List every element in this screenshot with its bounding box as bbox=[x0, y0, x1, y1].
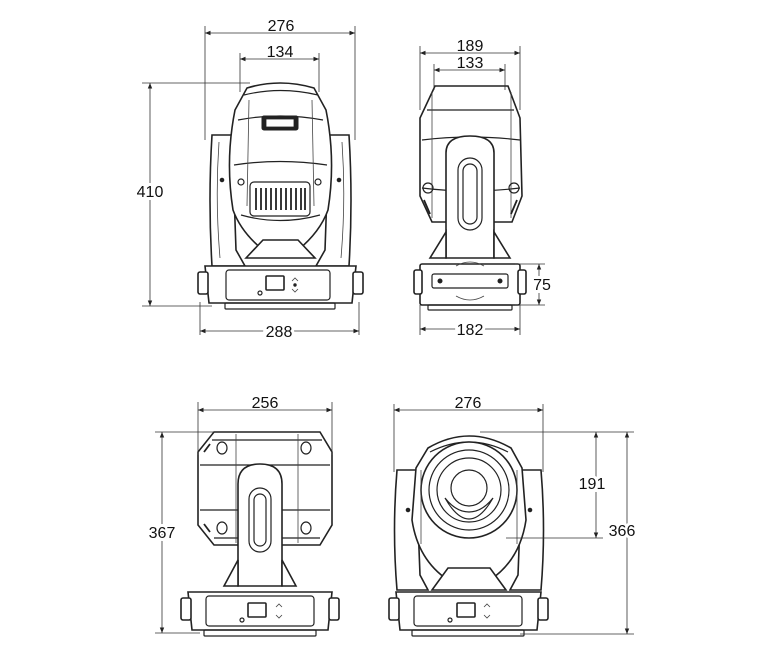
front-total-height-label: 410 bbox=[137, 184, 164, 201]
lens-width-label: 276 bbox=[455, 395, 482, 412]
front-dimensions bbox=[142, 26, 360, 335]
side-dimensions bbox=[419, 46, 545, 335]
front-vent-grill bbox=[255, 188, 306, 210]
side-head-width-label: 189 bbox=[457, 38, 484, 55]
rear-view bbox=[180, 431, 340, 637]
rear-dimensions bbox=[155, 402, 333, 634]
side-base-width-label: 182 bbox=[457, 322, 484, 339]
lens-head-height-label: 191 bbox=[579, 476, 606, 493]
side-view bbox=[413, 85, 527, 311]
lens-view bbox=[388, 435, 549, 637]
rear-head-width-label: 256 bbox=[252, 395, 279, 412]
lens-total-height-label: 366 bbox=[609, 523, 636, 540]
front-view bbox=[197, 82, 364, 310]
rear-total-height-label: 367 bbox=[149, 525, 176, 542]
side-handle-width-label: 133 bbox=[457, 55, 484, 72]
front-base-width-label: 288 bbox=[266, 324, 293, 341]
front-handle-width-label: 134 bbox=[267, 44, 294, 61]
front-head-width-label: 276 bbox=[268, 18, 295, 35]
side-base-height-label: 75 bbox=[533, 277, 551, 294]
lens-dimensions bbox=[393, 404, 634, 635]
